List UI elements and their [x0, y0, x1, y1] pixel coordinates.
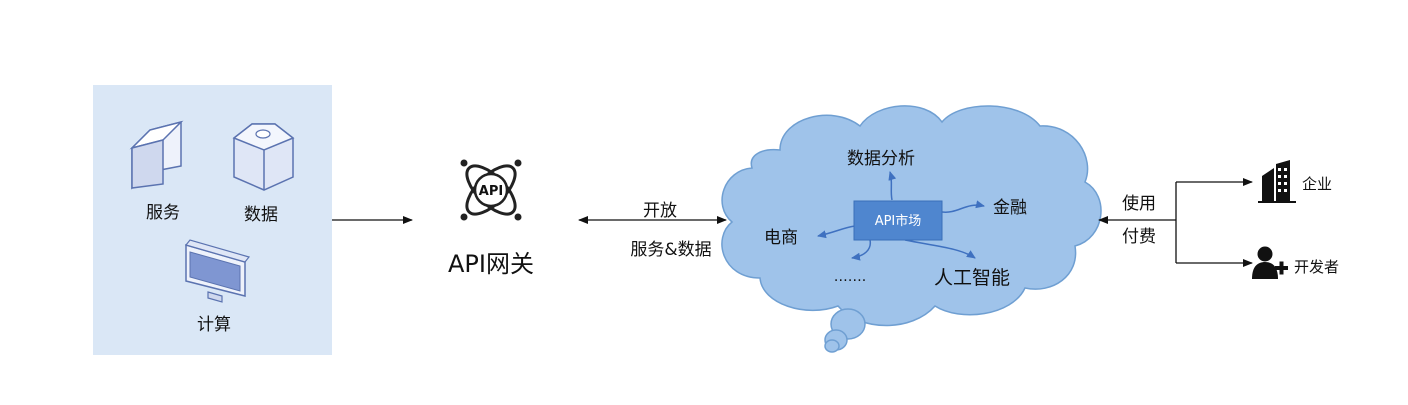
server-icon: [129, 120, 184, 190]
link-top-label: 开放: [643, 201, 677, 221]
resource-panel: 服务 数据 计算: [93, 85, 332, 355]
market-inner-arrows: [817, 171, 985, 261]
consumer-link-bottom-label: 付费: [1122, 227, 1156, 247]
api-market-label: API市场: [875, 213, 922, 229]
market-item-more: …….: [834, 269, 866, 285]
market-item-ai: 人工智能: [934, 267, 1010, 289]
api-market-box: [853, 200, 943, 241]
market-item-analytics: 数据分析: [847, 149, 915, 169]
market-item-ecommerce: 电商: [764, 228, 798, 248]
monitor-icon: [184, 239, 251, 303]
consumer-link-top-label: 使用: [1122, 193, 1156, 214]
data-label: 数据: [244, 205, 278, 225]
api-market-cloud: API市场 数据分析 金融 电商 人工智能 …….: [721, 105, 1102, 353]
building-icon: [1258, 160, 1296, 203]
gateway-icon-text: API: [479, 184, 503, 199]
developer-label: 开发者: [1294, 258, 1339, 276]
compute-label: 计算: [197, 315, 231, 335]
gateway-label: API网关: [448, 250, 534, 278]
service-label: 服务: [146, 203, 180, 223]
api-gateway: API API网关: [448, 159, 534, 278]
consumer-connector: [1098, 178, 1253, 267]
market-item-finance: 金融: [993, 198, 1027, 218]
developer-add-icon: [1252, 246, 1288, 279]
link-bottom-label: 服务&数据: [630, 240, 711, 260]
enterprise-label: 企业: [1302, 175, 1332, 193]
atom-api-icon: [460, 159, 522, 221]
database-icon: [232, 123, 295, 191]
